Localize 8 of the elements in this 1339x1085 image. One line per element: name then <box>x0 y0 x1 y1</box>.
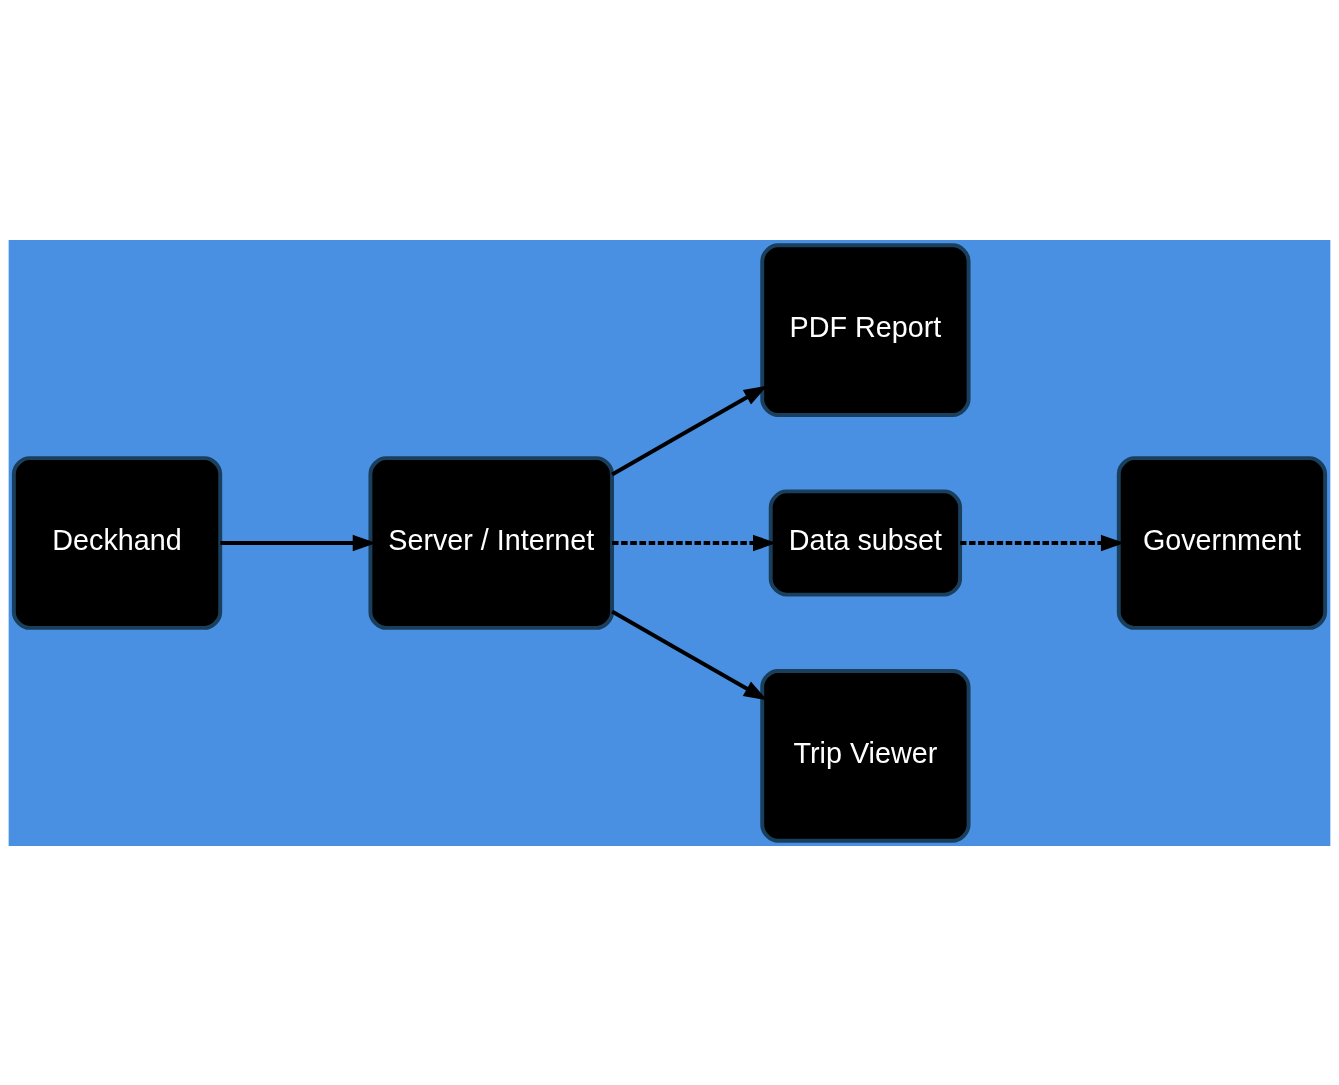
node-box: Data subset <box>768 488 963 597</box>
node-box: Trip Viewer <box>760 668 971 843</box>
node-box: Server / Internet <box>368 455 614 630</box>
node-box: PDF Report <box>760 242 971 417</box>
node-box: Deckhand <box>11 455 223 630</box>
node-box: Government <box>1116 455 1328 630</box>
arrow <box>611 609 768 700</box>
arrow <box>611 385 768 476</box>
